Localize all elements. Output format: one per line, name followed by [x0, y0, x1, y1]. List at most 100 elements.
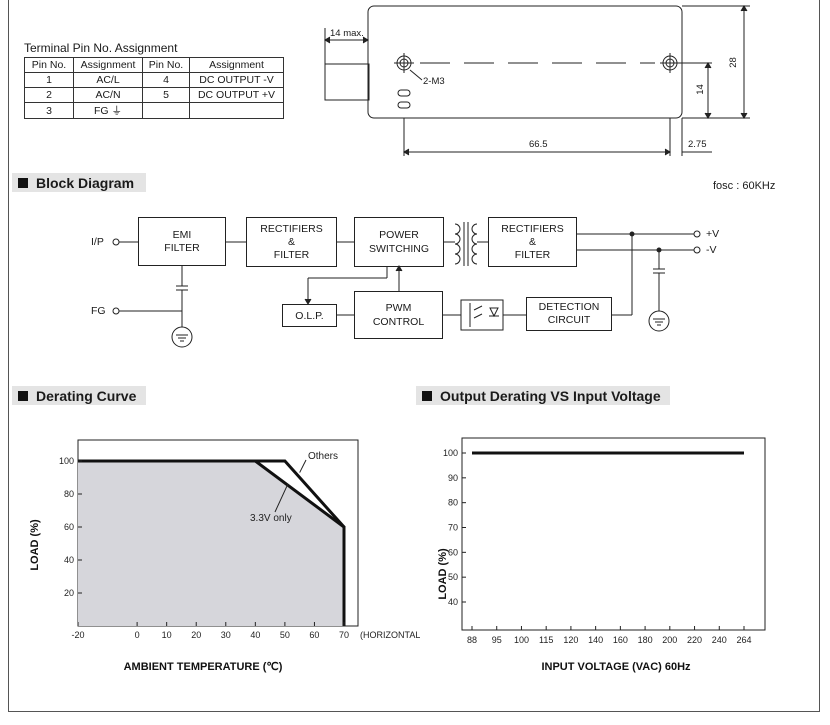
dim-28: 28	[727, 57, 739, 68]
table-cell	[142, 102, 190, 119]
rectifier-filter-block-input: RECTIFIERS & FILTER	[246, 217, 337, 267]
table-cell: 5	[142, 87, 190, 103]
table-cell: FG ⏚	[73, 102, 143, 119]
block-line: EMI	[172, 228, 192, 241]
terminal-block	[324, 63, 370, 101]
y-tick-label: 60	[64, 522, 74, 532]
mechanical-drawing	[324, 5, 750, 156]
dim-14: 14	[694, 84, 706, 95]
y-tick-label: 80	[64, 489, 74, 499]
table-header-row: Pin No. Assignment Pin No. Assignment	[24, 57, 284, 73]
block-line: SWITCHING	[368, 243, 430, 255]
block-line: O.L.P.	[295, 309, 324, 322]
y-tick-label: 50	[448, 572, 458, 582]
table-header: Pin No.	[142, 57, 190, 73]
x-tick-label: 140	[588, 635, 603, 645]
x-tick-label: 70	[339, 630, 349, 640]
hole-label: 2-M3	[423, 76, 445, 87]
block-line: POWER	[379, 229, 419, 241]
case-outline	[367, 5, 683, 119]
y-tick-label: 40	[64, 555, 74, 565]
table-row: 3 FG ⏚	[24, 102, 284, 119]
x-tick-label: 20	[191, 630, 201, 640]
block-line: FILTER	[514, 248, 551, 261]
detection-circuit-block: DETECTION CIRCUIT	[526, 297, 612, 331]
block-line: CIRCUIT	[547, 314, 591, 326]
y-tick-label: 100	[443, 448, 458, 458]
y-axis-label: LOAD (%)	[437, 548, 449, 600]
block-line: FILTER	[164, 241, 200, 254]
x-tick-label: -20	[71, 630, 84, 640]
table-cell: AC/N	[73, 87, 143, 103]
series-label-3v3: 3.3V only	[250, 513, 292, 524]
table-cell	[189, 102, 284, 119]
block-line: DETECTION	[538, 301, 600, 313]
emi-filter-block: EMI FILTER	[138, 217, 226, 266]
block-line: PWM	[385, 302, 412, 314]
x-tick-label: 220	[687, 635, 702, 645]
x-axis-suffix: (HORIZONTAL)	[360, 630, 420, 640]
block-diagram-wiring	[112, 222, 701, 348]
pwm-control-block: PWM CONTROL	[354, 291, 443, 339]
x-axis-label: AMBIENT TEMPERATURE (℃)	[124, 661, 283, 673]
input-derating-heading: Output Derating VS Input Voltage	[416, 386, 670, 405]
input-derating-title: Output Derating VS Input Voltage	[440, 387, 661, 404]
output-pos-label: +V	[706, 228, 720, 240]
table-cell: 1	[24, 72, 74, 88]
output-neg-label: -V	[706, 244, 717, 256]
x-tick-label: 264	[736, 635, 751, 645]
y-tick-label: 60	[448, 547, 458, 557]
x-tick-label: 0	[135, 630, 140, 640]
table-cell: 2	[24, 87, 74, 103]
table-cell: AC/L	[73, 72, 143, 88]
x-tick-label: 30	[221, 630, 231, 640]
pin-table-title: Terminal Pin No. Assignment	[24, 41, 178, 55]
block-diagram-heading: Block Diagram	[12, 173, 146, 192]
series-line-3v3	[78, 459, 346, 626]
x-tick-label: 120	[563, 635, 578, 645]
page-frame	[8, 0, 820, 712]
heading-bullet	[18, 390, 28, 401]
y-tick-label: 80	[448, 498, 458, 508]
y-tick-label: 20	[64, 588, 74, 598]
x-tick-label: 240	[712, 635, 727, 645]
shaded-area	[78, 461, 344, 626]
olp-block: O.L.P.	[282, 304, 337, 327]
plot-frame	[461, 437, 766, 631]
x-tick-label: 160	[613, 635, 628, 645]
y-axis-label: LOAD (%)	[29, 519, 41, 571]
table-row: 2 AC/N 5 DC OUTPUT +V	[24, 87, 284, 103]
y-tick-label: 90	[448, 473, 458, 483]
x-tick-label: 10	[162, 630, 172, 640]
power-switching-block: POWER SWITCHING	[354, 217, 444, 267]
x-tick-label: 100	[514, 635, 529, 645]
dim-66-5: 66.5	[529, 139, 548, 150]
block-line: RECTIFIERS	[260, 222, 323, 235]
table-cell: 3	[24, 102, 74, 119]
x-tick-label: 60	[309, 630, 319, 640]
x-tick-label: 50	[280, 630, 290, 640]
dim-14max: 14 max.	[330, 28, 364, 39]
input-label: I/P	[91, 236, 104, 248]
x-tick-label: 200	[662, 635, 677, 645]
others-leader	[299, 459, 307, 473]
derating-title: Derating Curve	[36, 387, 137, 404]
x-tick-label: 88	[467, 635, 477, 645]
block-line: FILTER	[273, 248, 310, 261]
y-tick-label: 40	[448, 597, 458, 607]
block-line: &	[528, 235, 536, 248]
x-axis-label: INPUT VOLTAGE (VAC) 60Hz	[541, 661, 691, 673]
y-tick-label: 70	[448, 523, 458, 533]
table-header: Pin No.	[24, 57, 74, 73]
table-row: 1 AC/L 4 DC OUTPUT -V	[24, 72, 284, 88]
heading-bullet	[18, 177, 28, 188]
block-line: RECTIFIERS	[501, 222, 564, 235]
x-tick-label: 40	[250, 630, 260, 640]
table-header: Assignment	[73, 57, 143, 73]
table-cell: DC OUTPUT +V	[189, 87, 284, 103]
series-label-others: Others	[308, 451, 338, 462]
fosc-label: fosc : 60KHz	[713, 180, 776, 192]
derating-heading: Derating Curve	[12, 386, 146, 405]
